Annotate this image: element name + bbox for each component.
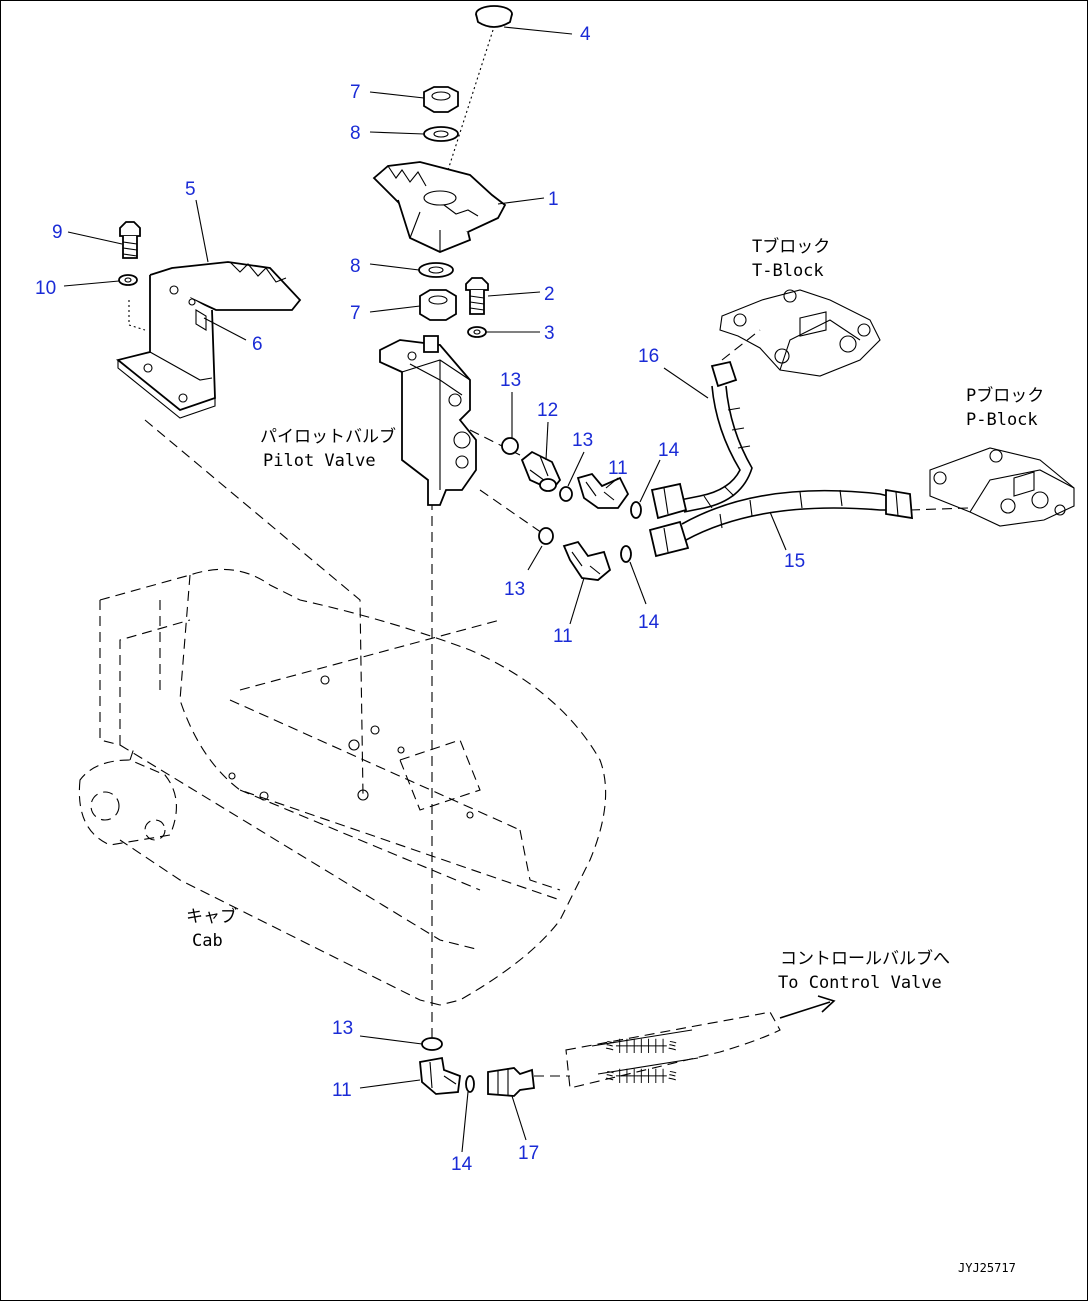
p-block-label-en: P-Block: [966, 410, 1038, 430]
callout-12: 12: [537, 400, 558, 421]
labels: Tブロック T-Block Pブロック P-Block パイロットバルブ Pil…: [186, 236, 1044, 1275]
part-1-pedal: [372, 161, 507, 253]
callout-6: 6: [252, 334, 263, 355]
cab-label-en: Cab: [192, 931, 223, 951]
control-valve-hose: ミ┼┼┼┼┼┼┼ミ ミ┼┼┼┼┼┼┼ミ: [534, 995, 836, 1089]
hose-band-text-upper: ミ┼┼┼┼┼┼┼ミ: [604, 1038, 679, 1053]
t-block-label-en: T-Block: [752, 261, 824, 281]
part-9-bolt: [119, 221, 141, 259]
callout-13-c: 13: [504, 579, 525, 600]
callout-11-a: 11: [608, 458, 628, 479]
part-4-cap: [475, 5, 513, 28]
cab-label-jp: キャブ: [186, 906, 237, 927]
callout-11-b: 11: [553, 626, 573, 647]
control-valve-label-jp: コントロールバルブへ: [780, 948, 950, 969]
callout-13-d: 13: [332, 1018, 353, 1039]
callouts: 4 7 8 1 5 9 8 10 2 7 3 6 16 13 12 13 14 …: [35, 24, 805, 1175]
part-7-nut-bottom: [419, 289, 457, 321]
callout-14-c: 14: [451, 1154, 473, 1175]
part-2-bolt: [465, 277, 489, 315]
callout-7-bottom: 7: [350, 303, 361, 324]
callout-13-a: 13: [500, 370, 521, 391]
callout-17: 17: [518, 1143, 539, 1164]
callout-1: 1: [548, 189, 559, 210]
pilot-valve-label-jp: パイロットバルブ: [260, 426, 396, 447]
pilot-valve-label-en: Pilot Valve: [263, 451, 376, 471]
callout-5: 5: [185, 179, 196, 200]
p-block: [929, 447, 1075, 527]
part-11-elbow-lower: [562, 540, 612, 581]
part-11-elbow-bottom: [419, 1056, 461, 1095]
callout-9: 9: [52, 222, 63, 243]
callout-4: 4: [580, 24, 591, 45]
callout-13-b: 13: [572, 430, 593, 451]
callout-14-a: 14: [658, 440, 680, 461]
callout-8-bottom: 8: [350, 256, 361, 277]
part-3-washer: [467, 326, 487, 338]
callout-16: 16: [638, 346, 659, 367]
callout-11-c: 11: [332, 1080, 352, 1101]
control-valve-label-en: To Control Valve: [778, 973, 942, 993]
pilot-valve: [379, 335, 477, 506]
callout-14-b: 14: [638, 612, 660, 633]
callout-3: 3: [544, 323, 555, 344]
part-16-hose: [650, 360, 753, 520]
cab-outline: [78, 568, 607, 1006]
assembly-guide-lines: [128, 29, 969, 1040]
callout-15: 15: [784, 551, 805, 572]
callout-10: 10: [35, 278, 56, 299]
part-11-elbow-upper: [576, 472, 630, 509]
p-block-label-jp: Pブロック: [966, 385, 1044, 406]
part-10-washer: [118, 274, 138, 286]
callout-7-top: 7: [350, 82, 361, 103]
part-6-pad: [195, 309, 207, 331]
o-rings: [421, 437, 642, 1093]
callout-2: 2: [544, 284, 555, 305]
hose-band-text-lower: ミ┼┼┼┼┼┼┼ミ: [604, 1068, 679, 1083]
leader-lines: [63, 26, 787, 1153]
t-block-label-jp: Tブロック: [752, 236, 830, 257]
t-block: [719, 289, 881, 377]
part-8-washer-top: [423, 126, 459, 142]
part-12-connector: [520, 450, 562, 492]
part-8-washer-bottom: [418, 262, 454, 278]
part-7-nut-top: [423, 86, 459, 113]
drawing-code: JYJ25717: [958, 1261, 1016, 1275]
part-15-hose: [648, 488, 913, 558]
part-17-adapter: [487, 1067, 535, 1097]
callout-8-top: 8: [350, 123, 361, 144]
part-5-bracket: [116, 261, 302, 419]
